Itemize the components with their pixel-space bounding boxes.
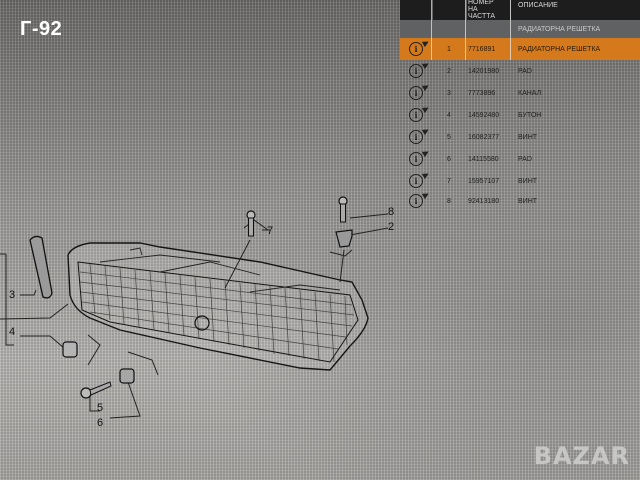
callout-3: 3 [9,289,16,301]
callout-6: 6 [97,417,104,429]
part-4-nut [62,341,78,358]
info-arrow-icon[interactable]: i [409,194,423,208]
parts-table: НОМЕР НА ЧАСТТА ОПИСАНИЕ РАДИАТОРНА РЕШЕ… [400,0,640,210]
group-row: РАДИАТОРНА РЕШЕТКА [400,20,640,38]
part-2-pad [335,229,353,248]
part-5-screw [80,381,112,399]
header-icon-col [400,0,433,20]
table-row[interactable]: i 3 7773896 КАНАЛ [400,82,640,104]
part-6-clip [119,368,135,384]
table-row[interactable]: i 2 14201980 PAD [400,60,640,82]
header-part-number: НОМЕР НА ЧАСТТА [466,0,511,20]
info-arrow-icon[interactable]: i [409,108,423,122]
column-divider [431,0,432,60]
info-arrow-icon[interactable]: i [409,130,423,144]
table-row[interactable]: i 7 15957107 ВИНТ [400,170,640,192]
callout-4: 4 [9,326,16,338]
callout-8: 8 [388,206,395,218]
radiator-grille-drawing [0,196,389,419]
callout-7: 7 [267,225,274,237]
bazar-logo: BAZAR [533,442,630,470]
table-row[interactable]: i 8 92413180 ВИНТ [400,190,640,212]
callout-2: 2 [388,221,395,233]
column-divider [510,0,511,60]
part-7-screw [246,210,256,237]
table-row[interactable]: i 4 14592480 БУТОН [400,104,640,126]
info-arrow-icon[interactable]: i [409,152,423,166]
column-divider [465,0,466,60]
callout-5: 5 [97,402,104,414]
table-header: НОМЕР НА ЧАСТТА ОПИСАНИЕ [400,0,640,20]
info-arrow-icon[interactable]: i [409,86,423,100]
exploded-parts-diagram: 3 4 5 6 7 8 2 [0,196,395,429]
info-arrow-icon[interactable]: i [409,174,423,188]
info-arrow-icon[interactable]: i [409,42,423,56]
group-label: РАДИАТОРНА РЕШЕТКА [518,25,601,33]
part-3-strip [29,235,53,299]
header-description: ОПИСАНИЕ [518,2,558,9]
info-arrow-icon[interactable]: i [409,64,423,78]
part-8-screw [338,196,348,223]
table-row[interactable]: i 5 16082377 ВИНТ [400,126,640,148]
table-row[interactable]: i 6 14115580 PAD [400,148,640,170]
header-pos-col [432,0,467,20]
watermark-label: Г-92 [20,18,63,40]
table-row[interactable]: i 1 7716891 РАДИАТОРНА РЕШЕТКА [400,38,640,60]
